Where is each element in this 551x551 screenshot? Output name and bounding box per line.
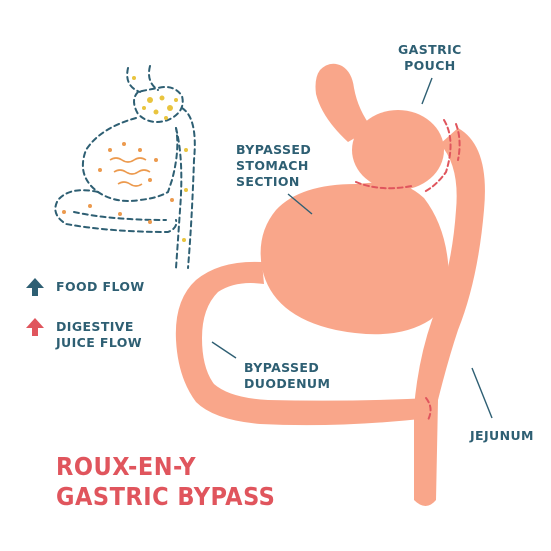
gastric-pouch-leader (421, 77, 433, 105)
gastric-pouch-label: GASTRIC POUCH (398, 42, 462, 73)
food-flow-label: FOOD FLOW (56, 279, 145, 294)
inset-wavy-contents (109, 157, 151, 187)
inset-duodenum (54, 189, 178, 234)
inset-inner-duct (73, 211, 167, 221)
leader-lines (211, 77, 493, 419)
jejunal-staple-line (455, 123, 461, 161)
jejunum-leader (471, 367, 493, 419)
gastric-pouch (352, 110, 444, 190)
food-flow-arrow-icon (26, 278, 44, 296)
anastomosis-staple-line (423, 119, 452, 193)
pouch-staple-line (355, 181, 413, 190)
bypassed-duodenum-label: BYPASSED DUODENUM (244, 360, 331, 391)
inset-esophagus (126, 65, 159, 93)
duodenal-junction-line (425, 397, 432, 421)
jejunum-label: JEJUNUM (470, 428, 534, 443)
inset-stomach-outline (82, 117, 179, 202)
inset-jejunum-outer (181, 107, 196, 269)
bypassed-stomach-leader (287, 193, 313, 215)
diagram-title: ROUX-EN-Y GASTRIC BYPASS (56, 452, 276, 511)
esophagus (315, 63, 372, 142)
bypassed-stomach (260, 181, 449, 335)
staple-lines (355, 119, 461, 421)
bypassed-duodenum-leader (211, 341, 237, 359)
inset-jejunum-inner (175, 127, 183, 269)
jejunum-tube (414, 128, 485, 506)
juice-flow-arrow-icon (26, 318, 44, 336)
inset-pouch (133, 86, 184, 123)
digestive-juice-flow-label: DIGESTIVE JUICE FLOW (56, 319, 142, 350)
inset-food-dots (132, 76, 188, 242)
inset-juice-dots (62, 142, 174, 224)
inset-stomach-diagram (54, 65, 196, 269)
bypassed-stomach-label: BYPASSED STOMACH SECTION (236, 142, 312, 189)
main-anatomy (175, 63, 485, 506)
bypassed-duodenum-tube (175, 261, 430, 426)
